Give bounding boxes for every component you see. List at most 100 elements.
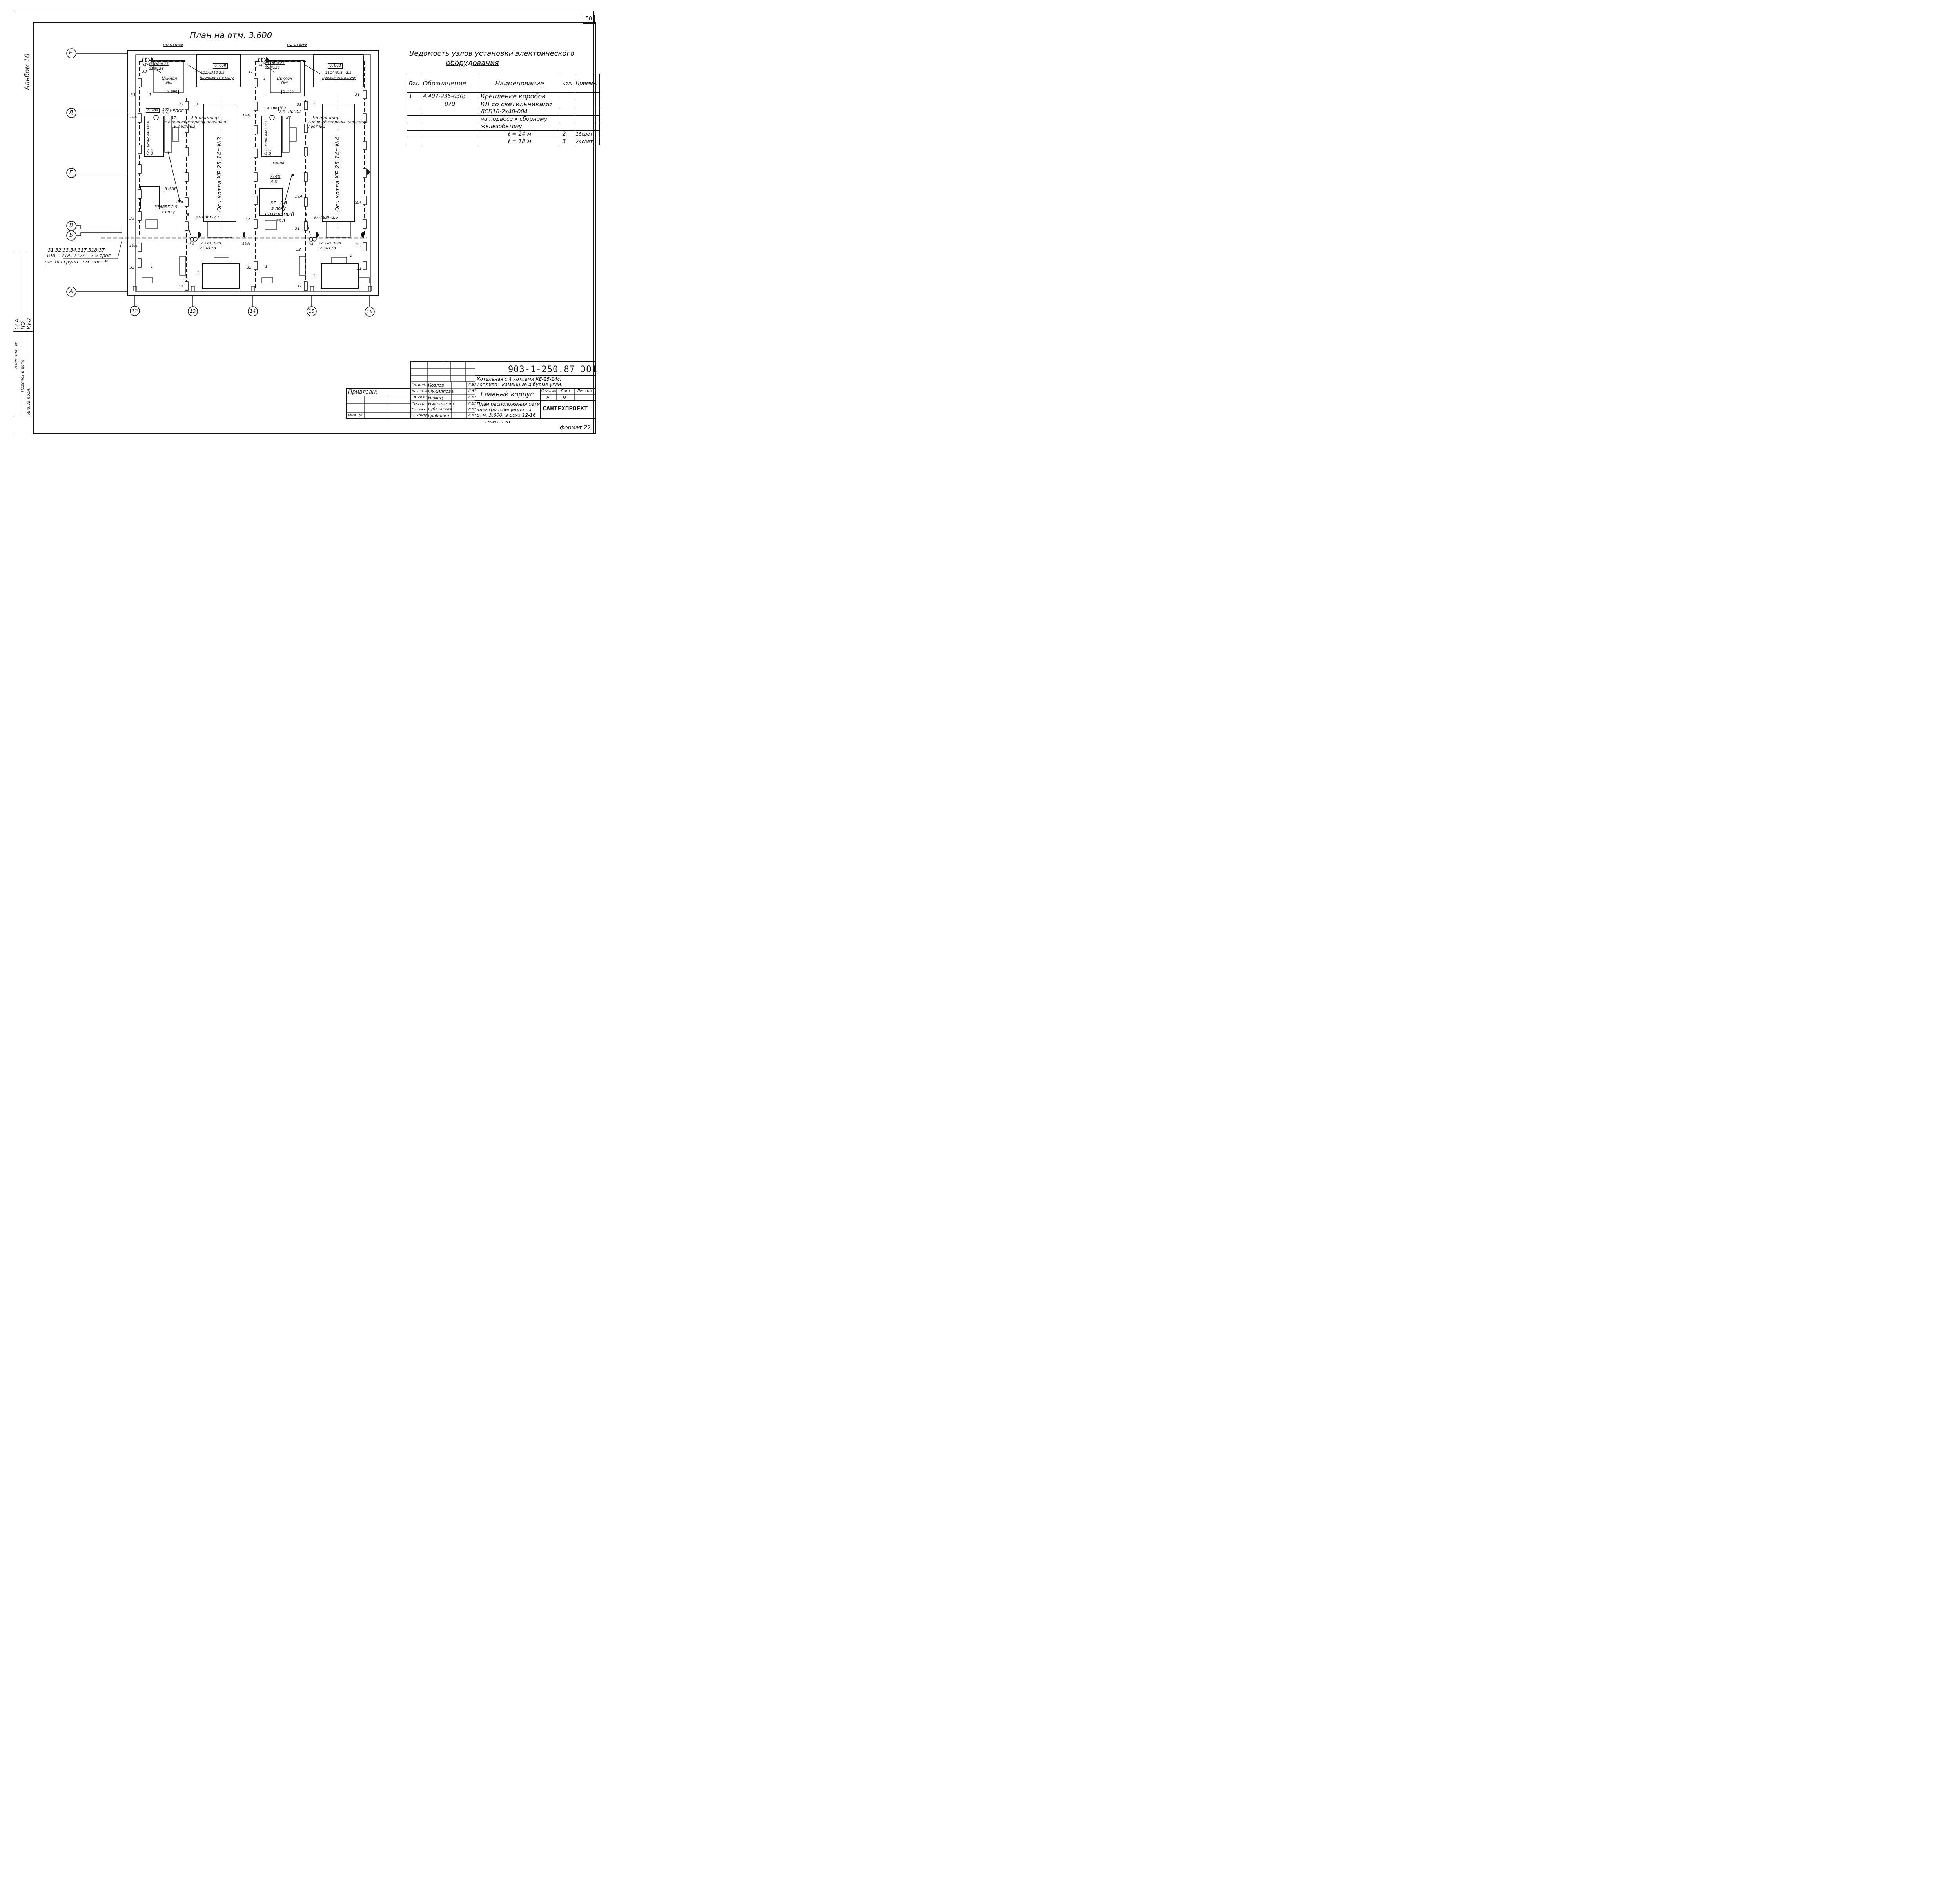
num-19a-d: 19А: [242, 113, 250, 118]
stamp-role-5: Ст. инж.: [412, 408, 427, 412]
stamp-name-5: Рублевская: [428, 407, 452, 412]
label-220-tr: 220/12В: [265, 66, 280, 70]
axis-row-e: Е: [69, 50, 73, 56]
elev-3600: 3.600: [163, 187, 178, 192]
left-margin-stamp: [13, 251, 33, 417]
floor-plan: [63, 48, 379, 317]
num-31-c: 31: [355, 93, 360, 97]
stamp-date-6: VI.87: [467, 414, 477, 418]
num-34-bl: 34: [189, 242, 194, 246]
label-avvg-left: 37АВВГ-2.5: [154, 205, 178, 209]
label-cyclone-3: Циклон №3: [162, 76, 177, 85]
label-v-polu-left: в полу: [162, 210, 175, 214]
stamp-date-5: VI.87: [467, 408, 477, 412]
lux-25-right: 2.5: [279, 110, 285, 114]
label-storony-left: с внешней стороны площадки: [165, 120, 228, 124]
plan-title: План на отм. 3.600: [190, 31, 272, 40]
drawing-sheet: 50 Альбом 10 ССА ПО КУ-2 Взам. инв. № По…: [0, 0, 615, 445]
stamp-name-2: Филиппова: [428, 389, 454, 394]
elev-0000-right: 0.000: [328, 63, 343, 69]
label-sh37-left: 37: [171, 116, 176, 120]
label-zal: зал: [276, 218, 285, 223]
stamp-date-4: VI.87: [467, 402, 477, 406]
num-1-f: 1: [265, 265, 268, 269]
num-19a-b: 19А: [129, 243, 137, 248]
num-34-br: 34: [309, 242, 314, 246]
label-cable-37-25: 37 - 2.5: [270, 200, 287, 205]
num-1-b: 1: [151, 265, 153, 269]
num-19a-a: 19А: [129, 115, 137, 120]
label-220-bl: 220/12В: [200, 246, 216, 251]
axis-col-16: 16: [367, 309, 373, 314]
vedomost-h-oboz: Обозначение: [421, 74, 479, 93]
axis-col-14: 14: [250, 309, 256, 314]
num-1-g: 1: [313, 102, 316, 107]
label-po-stene-left: по стене: [163, 42, 183, 47]
stamp-building: Главный корпус: [481, 390, 534, 398]
label-lamp-2x40: 2х40: [270, 174, 281, 179]
table-row: 1 4.407-236-030; Крепление коробов: [407, 92, 600, 100]
num-1-h: 1: [313, 274, 316, 278]
cell: ℓ = 18 м: [478, 138, 561, 145]
stamp-list: 9: [563, 395, 566, 400]
label-cable-tr: 111А:318 - 2.5: [325, 71, 352, 75]
num-33-b: 33: [131, 93, 136, 97]
lux-100-left: 100: [162, 108, 169, 112]
label-avvg-mid: 37-АВВГ-2.5: [195, 215, 220, 220]
title-block-grid: [346, 361, 595, 419]
label-osov-br: ОСОВ-0.25: [319, 241, 341, 245]
num-32-d: 32: [296, 247, 301, 252]
label-220-tl: 220/12В: [149, 67, 164, 71]
label-shveller-left: -2.5 швеллер: [189, 115, 219, 120]
num-31-b: 31: [295, 227, 300, 231]
stamp-inv-no: Инв. №: [348, 413, 363, 418]
num-32-a: 32: [248, 70, 253, 74]
label-osov-tl: ОСОВ-0.25: [149, 62, 169, 66]
vedomost-h-kol: Кол.: [560, 74, 574, 93]
label-lestnic-right: лестниц: [308, 125, 325, 129]
stamp-role-2: Нач. отд.: [412, 389, 429, 393]
elev-9400: 9.400: [265, 107, 279, 111]
axis-col-13: 13: [190, 309, 196, 314]
cell: железобетону: [478, 123, 561, 131]
num-1-d: 1: [197, 271, 200, 275]
stamp-stadia: Р: [546, 395, 550, 400]
num-34-tr: 34: [258, 64, 263, 67]
num-32-b: 32: [245, 217, 250, 222]
stamp-role-1: Гл. инж. пр.: [412, 383, 434, 387]
cell: на подвесе к сборному: [478, 115, 561, 123]
sheet-number-box: 50: [583, 15, 595, 24]
num-34-tl: 34: [142, 64, 147, 67]
num-33-a: 33: [142, 69, 147, 74]
stamp-name-3: Немец: [428, 395, 443, 400]
num-33-c: 33: [129, 216, 134, 221]
groups-note-2: 19А, 111А, 112А - 2.5 трос: [46, 253, 111, 258]
stamp-project-1: Котельная с 4 котлами КЕ-25-14с.: [477, 376, 562, 382]
cell: 070: [421, 100, 479, 108]
vedomost-h-poz: Поз.: [407, 74, 421, 93]
elev-0000-left: 0.000: [213, 63, 228, 69]
elev-5500: 5.500: [281, 90, 296, 94]
label-v-polu: в полу: [271, 206, 286, 211]
label-cyclone-4: Циклон №4: [277, 76, 292, 85]
cell: Крепление коробов: [478, 92, 561, 100]
stamp-date-2: VI.87: [467, 389, 477, 393]
axis-row-a: А: [69, 289, 73, 294]
stamp-stadia-h: Стадия: [541, 389, 557, 393]
label-po-stene-right: по стене: [287, 42, 307, 47]
vedomost-title-1: Ведомость узлов установки электрического: [409, 49, 575, 58]
stamp-role-3: Гл. спец.: [412, 396, 428, 400]
label-avvg-right: 37-АВВГ-2.5: [314, 216, 338, 220]
vedomost-title-2: оборудования: [446, 59, 499, 67]
stamp-date-1: VI.87: [467, 383, 477, 387]
stamp-role-6: Н. контр.: [412, 414, 429, 418]
lux-100-right: 100: [279, 106, 286, 110]
num-19a-c: 19А: [176, 200, 183, 205]
vedomost-h-naim: Наименование: [478, 74, 561, 93]
label-lamp-3-0: 3.0: [270, 179, 278, 184]
table-row: ℓ = 24 м 2 18свет.: [407, 130, 600, 138]
label-nepog-left: НЕПОГ: [170, 109, 183, 113]
cell: 3: [560, 138, 574, 145]
cell: 18свет.: [573, 130, 600, 138]
table-row: ЛСП16-2х40-004: [407, 108, 600, 116]
